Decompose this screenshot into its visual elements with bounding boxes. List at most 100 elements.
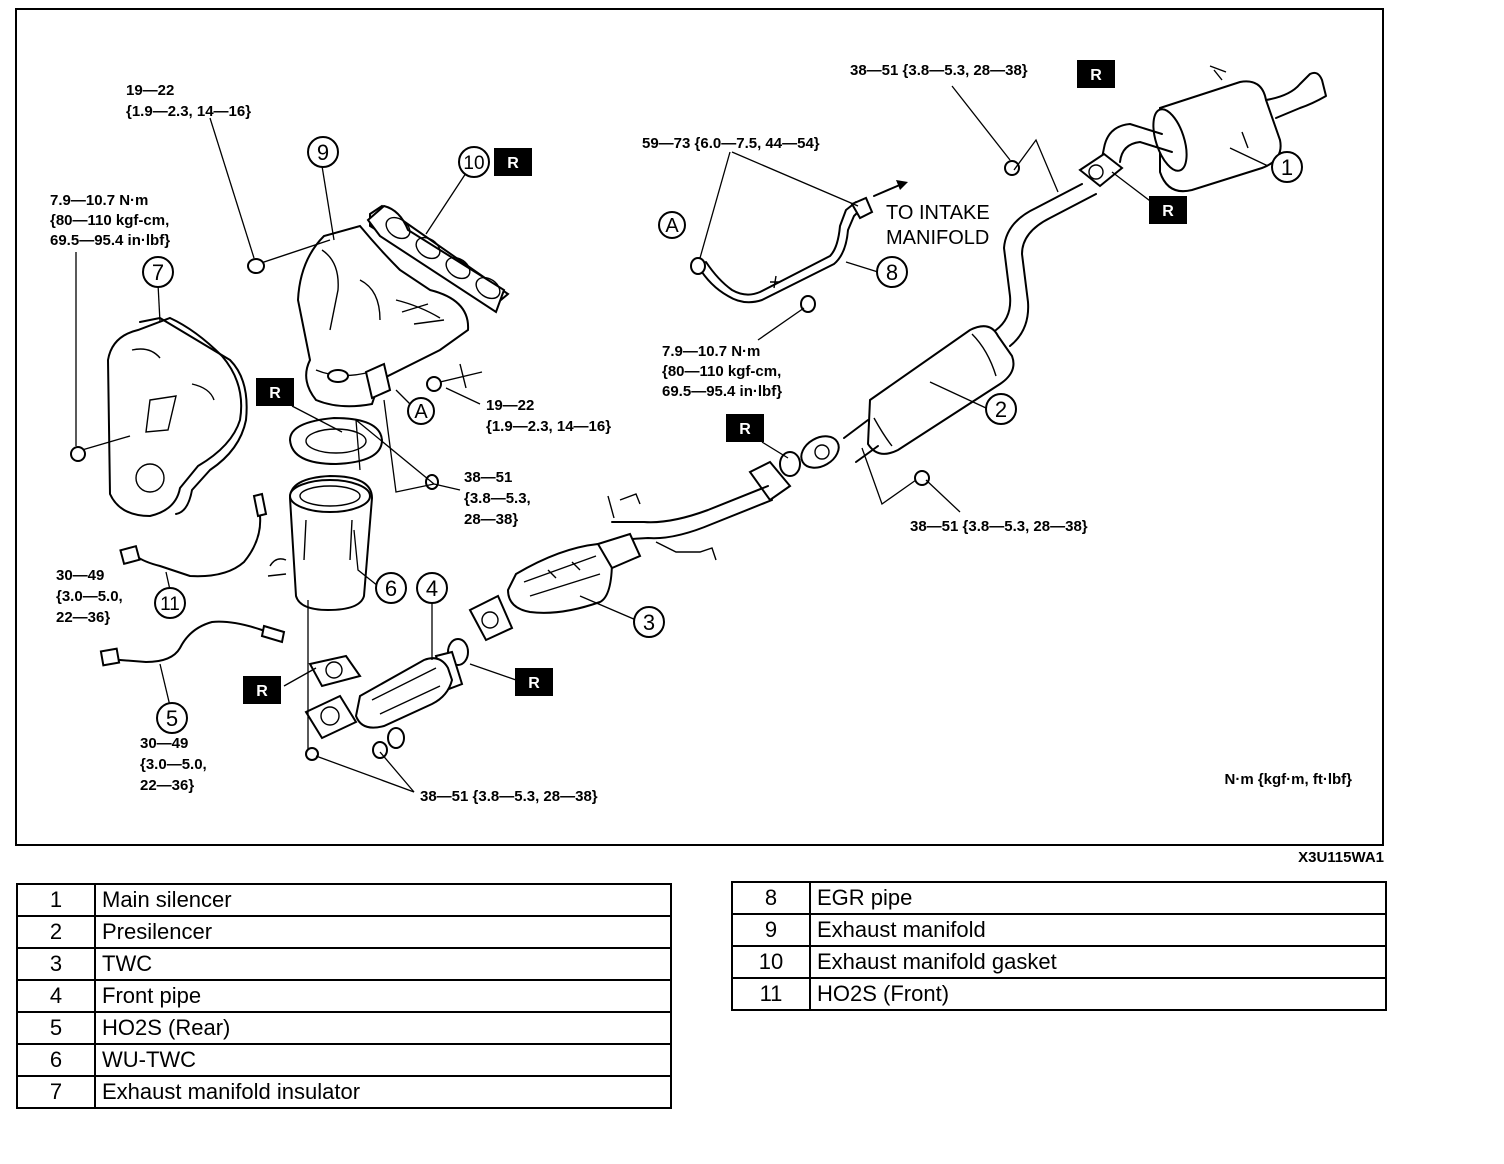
svg-text:A: A bbox=[665, 215, 679, 237]
svg-text:8: 8 bbox=[886, 260, 898, 285]
main-silencer-drawing bbox=[1101, 65, 1327, 193]
r-mark-manifold-gasket: R bbox=[256, 378, 294, 406]
svg-text:30—49: 30—49 bbox=[140, 735, 188, 752]
wu-twc-drawing bbox=[267, 474, 374, 612]
legend-part-name: Exhaust manifold gasket bbox=[809, 945, 1387, 979]
svg-text:{1.9—2.3, 14—16}: {1.9—2.3, 14—16} bbox=[486, 418, 611, 435]
callout-8: 8 bbox=[876, 256, 908, 288]
svg-text:R: R bbox=[528, 675, 540, 692]
svg-text:7: 7 bbox=[152, 260, 164, 285]
r-mark-rear-flange: R bbox=[1149, 196, 1187, 224]
r-mark-front-gasket: R bbox=[243, 676, 281, 704]
exhaust-system-diagram: 1 2 3 4 5 6 7 8 9 10 11 A bbox=[15, 8, 1384, 866]
svg-text:19—22: 19—22 bbox=[486, 397, 534, 414]
callout-1: 1 bbox=[1271, 151, 1303, 183]
torque-label-ho2s-rear: 30—49 {3.0—5.0, 22—36} bbox=[140, 735, 207, 794]
rear-pipe-drawing bbox=[995, 152, 1124, 347]
ho2s-rear-drawing bbox=[99, 620, 286, 667]
torque-label-wu-twc-nut: 38—51 {3.8—5.3, 28—38} bbox=[464, 469, 531, 528]
twc-drawing bbox=[468, 532, 642, 642]
legend-part-number: 10 bbox=[731, 945, 811, 979]
legend-part-number: 3 bbox=[16, 947, 96, 981]
svg-text:11: 11 bbox=[160, 594, 180, 615]
legend-part-number: 4 bbox=[16, 979, 96, 1013]
svg-text:7.9—10.7 N·m: 7.9—10.7 N·m bbox=[662, 343, 760, 360]
svg-text:{80—110 kgf-cm,: {80—110 kgf-cm, bbox=[50, 212, 169, 229]
legend-part-name: Main silencer bbox=[94, 883, 672, 917]
legend-part-number: 8 bbox=[731, 881, 811, 915]
svg-text:{80—110 kgf-cm,: {80—110 kgf-cm, bbox=[662, 363, 781, 380]
svg-text:2: 2 bbox=[995, 397, 1007, 422]
r-mark-top-right: R bbox=[1077, 60, 1115, 88]
leader-lines bbox=[75, 85, 1269, 793]
svg-text:7.9—10.7 N·m: 7.9—10.7 N·m bbox=[50, 192, 148, 209]
svg-text:30—49: 30—49 bbox=[56, 567, 104, 584]
legend-part-number: 5 bbox=[16, 1011, 96, 1045]
svg-text:19—22: 19—22 bbox=[126, 82, 174, 99]
torque-label-presilencer: 38—51 {3.8—5.3, 28—38} bbox=[910, 518, 1088, 535]
callout-10: 10 bbox=[458, 146, 490, 178]
svg-text:38—51: 38—51 bbox=[464, 469, 512, 486]
svg-text:10: 10 bbox=[463, 153, 484, 174]
front-pipe-gasket-drawing bbox=[308, 654, 362, 688]
point-a-manifold: A bbox=[407, 397, 435, 425]
svg-text:9: 9 bbox=[317, 140, 329, 165]
svg-text:69.5—95.4 in·lbf}: 69.5—95.4 in·lbf} bbox=[50, 232, 170, 249]
svg-text:R: R bbox=[269, 385, 281, 402]
legend-part-number: 9 bbox=[731, 913, 811, 947]
svg-text:A: A bbox=[414, 401, 428, 423]
legend-part-number: 1 bbox=[16, 883, 96, 917]
legend-part-name: HO2S (Front) bbox=[809, 977, 1387, 1011]
svg-text:{3.0—5.0,: {3.0—5.0, bbox=[56, 588, 123, 605]
legend-part-name: HO2S (Rear) bbox=[94, 1011, 672, 1045]
svg-text:22—36}: 22—36} bbox=[140, 777, 194, 794]
units-label: N·m {kgf·m, ft·lbf} bbox=[1225, 771, 1353, 788]
torque-label-egr-bracket: 7.9—10.7 N·m {80—110 kgf-cm, 69.5—95.4 i… bbox=[662, 343, 782, 400]
ho2s-front-drawing bbox=[119, 492, 268, 578]
torque-label-manifold-stud: 19—22 {1.9—2.3, 14—16} bbox=[486, 397, 611, 435]
r-mark-10: R bbox=[494, 148, 532, 176]
torque-label-insulator: 7.9—10.7 N·m {80—110 kgf-cm, 69.5—95.4 i… bbox=[50, 192, 170, 249]
svg-text:R: R bbox=[256, 683, 268, 700]
svg-text:R: R bbox=[1162, 203, 1174, 220]
torque-label-front-pipe: 38—51 {3.8—5.3, 28—38} bbox=[420, 788, 598, 805]
egr-pipe-drawing bbox=[690, 180, 908, 313]
legend-part-name: Exhaust manifold insulator bbox=[94, 1075, 672, 1109]
manifold-outlet-gasket-drawing bbox=[288, 416, 384, 466]
callout-11: 11 bbox=[154, 587, 186, 619]
diagram-frame bbox=[15, 8, 1384, 846]
intake-manifold-label: TO INTAKE MANIFOLD bbox=[886, 202, 990, 249]
legend-part-name: TWC bbox=[94, 947, 672, 981]
svg-text:69.5—95.4 in·lbf}: 69.5—95.4 in·lbf} bbox=[662, 383, 782, 400]
legend-part-number: 2 bbox=[16, 915, 96, 949]
torque-label-ho2s-front: 30—49 {3.0—5.0, 22—36} bbox=[56, 567, 123, 626]
legend-part-number: 11 bbox=[731, 977, 811, 1011]
svg-text:1: 1 bbox=[1281, 155, 1293, 180]
legend-part-number: 7 bbox=[16, 1075, 96, 1109]
torque-label-top-right: 38—51 {3.8—5.3, 28—38} bbox=[850, 62, 1028, 79]
legend-part-name: EGR pipe bbox=[809, 881, 1387, 915]
callout-6: 6 bbox=[375, 572, 407, 604]
svg-text:{1.9—2.3, 14—16}: {1.9—2.3, 14—16} bbox=[126, 103, 251, 120]
svg-text:4: 4 bbox=[426, 576, 438, 601]
svg-text:22—36}: 22—36} bbox=[56, 609, 110, 626]
r-mark-presilencer: R bbox=[726, 414, 764, 442]
svg-text:28—38}: 28—38} bbox=[464, 511, 518, 528]
svg-text:{3.8—5.3,: {3.8—5.3, bbox=[464, 490, 531, 507]
exhaust-manifold-gasket-drawing bbox=[366, 204, 510, 314]
legend-part-name: Presilencer bbox=[94, 915, 672, 949]
svg-text:R: R bbox=[507, 155, 519, 172]
intermediate-pipe-drawing bbox=[607, 451, 801, 561]
torque-label-manifold-bolt: 19—22 {1.9—2.3, 14—16} bbox=[126, 82, 251, 120]
